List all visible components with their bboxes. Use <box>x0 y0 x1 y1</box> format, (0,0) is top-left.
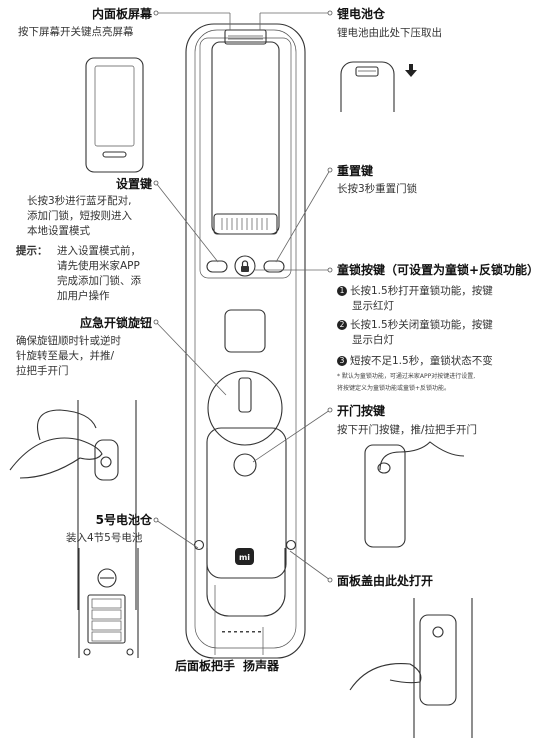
lithium-battery-illustration <box>340 61 395 112</box>
aa-battery-desc: 装入4节5号电池 <box>66 532 143 544</box>
child-lock-note-1: * 默认为童锁功能，可通过米家APP对按键进行设置, <box>337 373 476 380</box>
speaker-title: 扬声器 <box>243 659 280 673</box>
down-arrow-icon <box>405 64 417 77</box>
aa-battery-title: 5号电池仓 <box>95 513 152 527</box>
child-lock-item-1-line-2: 显示红灯 <box>352 300 394 312</box>
open-button-illustration <box>364 441 465 548</box>
settings-key-line-3: 本地设置模式 <box>27 225 90 237</box>
child-lock-item-2-line-2: 显示白灯 <box>352 334 394 346</box>
svg-text:mi: mi <box>239 553 250 562</box>
settings-key-line-2: 添加门锁，短按则进入 <box>27 210 132 222</box>
emergency-knob-line-3: 拉把手开门 <box>16 365 69 377</box>
child-lock-item-1-line-1: 长按1.5秒打开童锁功能，按键 <box>350 285 493 297</box>
inner-screen-desc: 按下屏幕开关键点亮屏幕 <box>18 26 134 38</box>
open-button-title: 开门按键 <box>337 404 386 418</box>
mi-logo <box>235 548 254 565</box>
inner-screen-title: 内面板屏幕 <box>91 7 152 21</box>
leader-lines <box>153 10 333 655</box>
num-1-badge: 1 <box>337 286 347 296</box>
panel-cover-illustration <box>349 598 473 738</box>
child-lock-item-2-line-1: 长按1.5秒关闭童锁功能，按键 <box>350 319 493 331</box>
tip-line-3: 完成添加门锁、添 <box>57 275 141 287</box>
child-lock-note-2: 将按键定义为童锁功能或童锁+反锁功能。 <box>337 385 451 392</box>
lock-body: mi <box>185 23 306 659</box>
tip-label: 提示： <box>16 245 48 257</box>
tip-line-1: 进入设置模式前， <box>57 245 141 257</box>
emergency-knob-line-2: 针旋转至最大，并推/ <box>16 350 115 362</box>
settings-key-line-1: 长按3秒进行蓝牙配对, <box>27 195 132 207</box>
lithium-battery-desc: 锂电池由此处下压取出 <box>337 27 442 39</box>
emergency-knob-line-1: 确保旋钮顺时针或逆时 <box>16 335 121 347</box>
inner-screen-illustration <box>85 57 144 173</box>
tip-line-2: 请先使用米家APP <box>57 260 140 272</box>
reset-key-title: 重置键 <box>337 164 374 178</box>
lock-icon <box>241 260 249 272</box>
tip-line-4: 加用户操作 <box>57 290 110 302</box>
emergency-knob-illustration <box>9 400 137 610</box>
rear-handle-title: 后面板把手 <box>175 659 236 673</box>
panel-cover-title: 面板盖由此处打开 <box>337 574 434 588</box>
open-button-desc: 按下开门按键，推/拉把手开门 <box>337 424 478 436</box>
child-lock-title: 童锁按键（可设置为童锁+反锁功能） <box>337 263 540 277</box>
reset-key-desc: 长按3秒重置门锁 <box>337 183 418 195</box>
child-lock-item-3-line-1: 短按不足1.5秒，童锁状态不变 <box>350 355 493 367</box>
aa-battery-illustration <box>78 548 139 658</box>
num-3-badge: 3 <box>337 356 347 366</box>
settings-key-title: 设置键 <box>115 177 152 191</box>
emergency-knob-title: 应急开锁旋钮 <box>79 316 152 330</box>
lithium-battery-title: 锂电池仓 <box>337 7 386 21</box>
num-2-badge: 2 <box>337 320 347 330</box>
